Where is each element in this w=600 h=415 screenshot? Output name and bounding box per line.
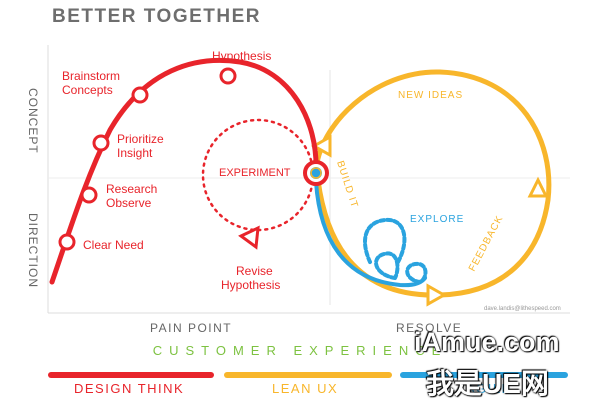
milestone-clear-need: [58, 233, 76, 251]
design-think-label: DESIGN THINK: [74, 381, 185, 396]
watermark-bottom: 我是UE网: [426, 368, 549, 399]
label-explore: EXPLORE: [410, 214, 464, 225]
yellow-arrow-left: [310, 134, 332, 158]
milestone-prioritize: [92, 134, 110, 152]
label-new-ideas: NEW IDEAS: [398, 90, 463, 101]
label-observe: Observe: [106, 196, 152, 210]
axis-label-pain-point: PAIN POINT: [150, 321, 233, 335]
label-insight: Insight: [117, 146, 153, 160]
label-build-it: BUILD IT: [334, 160, 360, 210]
experiment-node: [303, 160, 329, 186]
agile-label: AGILE: [466, 381, 512, 396]
label-revise-hypothesis: Hypothesis: [221, 278, 280, 292]
label-clear-need: Clear Need: [83, 238, 144, 252]
lean-ux-bar: [224, 372, 392, 378]
milestone-hypothesis: [219, 67, 237, 85]
label-prioritize: Prioritize: [117, 132, 164, 146]
axis-label-resolve: RESOLVE: [396, 321, 463, 335]
label-brainstorm: Brainstorm: [62, 69, 120, 83]
label-revise: Revise: [236, 264, 273, 278]
credit-text: dave.landis@lithespeed.com: [484, 306, 561, 312]
yellow-arrow-right: [527, 176, 549, 198]
revise-arrow: [238, 225, 260, 250]
page-title: BETTER TOGETHER: [52, 6, 261, 27]
milestone-brainstorm: [131, 86, 149, 104]
label-research: Research: [106, 182, 157, 196]
customer-experience-label: CUSTOMER EXPERIENCE: [152, 343, 448, 358]
design-think-bar: [48, 372, 214, 378]
agile-bar: [400, 372, 568, 378]
milestone-research: [80, 186, 98, 204]
blue-loop: [314, 180, 428, 288]
yellow-loop: [313, 69, 552, 298]
red-loop: [49, 57, 319, 285]
label-experiment: EXPERIMENT: [219, 167, 291, 179]
label-concepts: Concepts: [62, 83, 113, 97]
lean-ux-label: LEAN UX: [272, 381, 339, 396]
watermark-top: iAmue.com: [414, 327, 560, 357]
label-feedback: FEEDBACK: [467, 214, 506, 274]
yellow-arrow-bottom: [426, 283, 448, 307]
label-hypothesis: Hypothesis: [212, 49, 271, 63]
